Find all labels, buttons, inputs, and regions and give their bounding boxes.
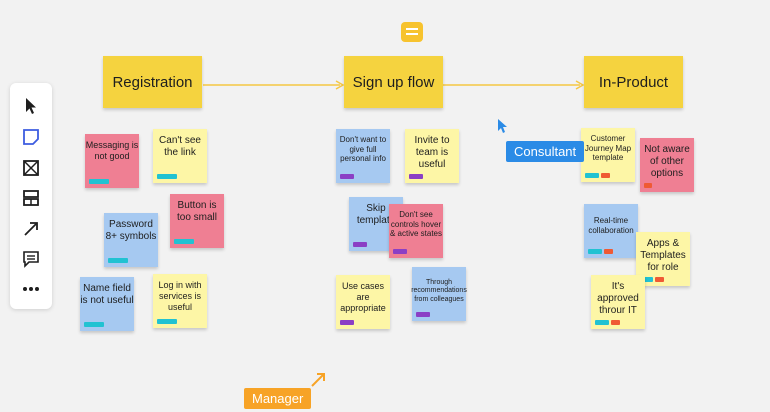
sticky-note[interactable]: Button is too small xyxy=(170,194,224,248)
consultant-label: Consultant xyxy=(506,141,585,162)
sticky-note[interactable]: Messaging is not good xyxy=(85,134,139,188)
sticky-tag xyxy=(108,258,128,263)
sticky-tag xyxy=(84,322,104,327)
comment-icon[interactable] xyxy=(19,247,43,271)
arrow-icon[interactable] xyxy=(19,217,43,241)
manager-cursor-icon xyxy=(310,372,326,393)
sticky-tag xyxy=(340,174,354,179)
more-icon[interactable] xyxy=(19,277,43,301)
sticky-text: Don't see controls hover & active states xyxy=(389,210,443,239)
sticky-tag xyxy=(604,249,613,254)
sticky-text: Don't want to give full personal info xyxy=(339,135,387,164)
sticky-tag xyxy=(353,242,367,247)
sticky-note[interactable]: Don't want to give full personal info xyxy=(336,129,390,183)
left-toolbar xyxy=(10,83,52,309)
sticky-tag xyxy=(409,174,423,179)
sticky-tag xyxy=(655,277,664,282)
sticky-tag xyxy=(644,277,653,282)
sticky-tag xyxy=(89,179,109,184)
sticky-text: Invite to team is useful xyxy=(414,135,450,170)
sticky-note[interactable]: Don't see controls hover & active states xyxy=(389,204,443,258)
header-in-product[interactable]: In-Product xyxy=(584,56,683,108)
sticky-text: Use cases are appropriate xyxy=(340,281,386,313)
connector-arrowhead-1 xyxy=(335,80,345,90)
sticky-text: Apps & Templates for role xyxy=(640,238,686,273)
header-registration[interactable]: Registration xyxy=(103,56,202,108)
template-icon[interactable] xyxy=(19,186,43,210)
sticky-tag xyxy=(393,249,407,254)
sticky-text: Messaging is not good xyxy=(85,140,139,161)
sticky-tag xyxy=(340,320,354,325)
sticky-text: Button is too small xyxy=(176,200,217,223)
sticky-text: Not aware of other options xyxy=(644,144,690,179)
sticky-note[interactable]: Log in with services is useful xyxy=(153,274,207,328)
sticky-tag xyxy=(157,174,177,179)
header-signup-label: Sign up flow xyxy=(352,73,435,91)
sticky-tag xyxy=(588,249,602,254)
sticky-tag xyxy=(644,183,652,188)
sticky-note[interactable]: Name field is not useful xyxy=(80,277,134,331)
header-inproduct-label: In-Product xyxy=(598,73,669,91)
sticky-note[interactable]: Can't see the link xyxy=(153,129,207,183)
sticky-text: Through recommendations from colleagues xyxy=(411,279,467,303)
connector-arrowhead-2 xyxy=(575,80,585,90)
sticky-text: Log in with services is useful xyxy=(158,280,202,312)
sticky-note[interactable]: Apps & Templates for role xyxy=(636,232,690,286)
header-signup-flow[interactable]: Sign up flow xyxy=(344,56,443,108)
header-registration-label: Registration xyxy=(112,73,193,91)
consultant-cursor-icon xyxy=(497,118,509,139)
frame-icon[interactable] xyxy=(19,156,43,180)
sticky-note-icon[interactable] xyxy=(19,125,43,149)
sticky-note[interactable]: Use cases are appropriate xyxy=(336,275,390,329)
sticky-text: Real-time collaboration xyxy=(588,216,634,235)
sticky-note[interactable]: Not aware of other options xyxy=(640,138,694,192)
sticky-text: Name field is not useful xyxy=(80,283,134,306)
comment-bubble-icon[interactable] xyxy=(401,22,423,42)
select-icon[interactable] xyxy=(19,94,43,118)
sticky-tag xyxy=(157,319,177,324)
sticky-text: Can't see the link xyxy=(159,135,201,158)
sticky-tag xyxy=(174,239,194,244)
sticky-note[interactable]: It's approved throur IT xyxy=(591,275,645,329)
sticky-note[interactable]: Customer Journey Map template xyxy=(581,128,635,182)
sticky-note[interactable]: Real-time collaboration xyxy=(584,204,638,258)
sticky-tag xyxy=(416,312,430,317)
sticky-tag xyxy=(611,320,620,325)
sticky-tag xyxy=(585,173,599,178)
sticky-text: It's approved throur IT xyxy=(597,281,639,316)
manager-label: Manager xyxy=(244,388,312,409)
sticky-note[interactable]: Through recommendations from colleagues xyxy=(411,267,467,321)
sticky-note[interactable]: Password 8+ symbols xyxy=(104,213,158,267)
sticky-tag xyxy=(595,320,609,325)
sticky-text: Password 8+ symbols xyxy=(105,219,157,242)
sticky-text: Skip template xyxy=(356,203,396,226)
sticky-text: Customer Journey Map template xyxy=(584,134,632,163)
sticky-note[interactable]: Invite to team is useful xyxy=(405,129,459,183)
sticky-tag xyxy=(601,173,610,178)
